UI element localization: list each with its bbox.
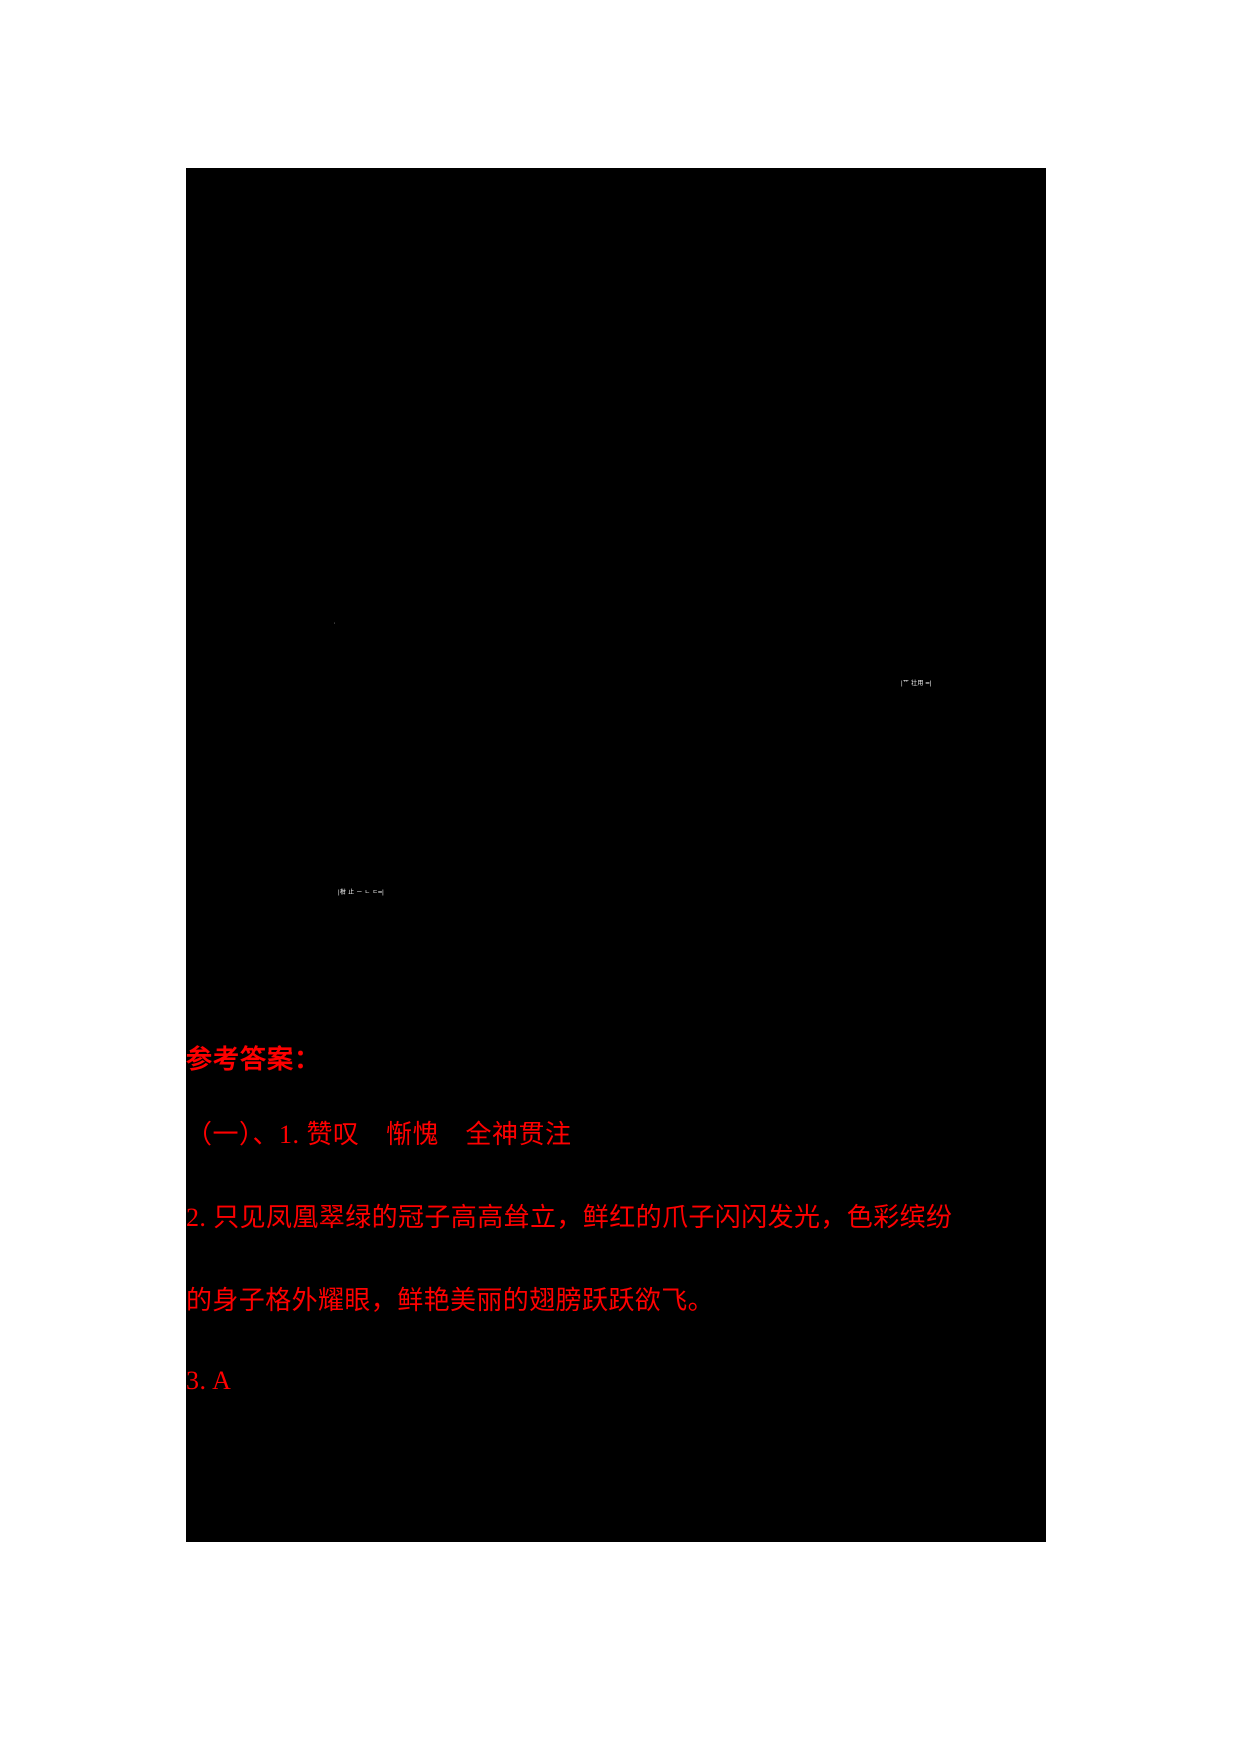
answer-key-layer: 参考答案： （一）、1. 赞叹 惭愧 全神贯注 2. 只见凤凰翠绿的冠子高高耸立… bbox=[186, 168, 1046, 1542]
answer-key-heading: 参考答案： bbox=[186, 1045, 322, 1074]
answer-item-3: 3. A bbox=[186, 1366, 232, 1395]
answer-item-2-line-1: 2. 只见凤凰翠绿的冠子高高耸立，鲜红的爪子闪闪发光，色彩缤纷 bbox=[186, 1203, 953, 1232]
micro-text-artifact-2: |艹 壮用 ━| bbox=[901, 681, 932, 687]
micro-text-artifact-3: |柑 止 ㄧ ㄴ ㄷ━| bbox=[338, 890, 385, 896]
answer-item-1: （一）、1. 赞叹 惭愧 全神贯注 bbox=[186, 1120, 572, 1149]
micro-text-artifact-1: ▫ bbox=[334, 621, 336, 625]
redacted-content-block: ▫ |艹 壮用 ━| |柑 止 ㄧ ㄴ ㄷ━| bbox=[186, 168, 1046, 1542]
answer-item-2-line-2: 的身子格外耀眼，鲜艳美丽的翅膀跃跃欲飞。 bbox=[186, 1286, 715, 1315]
